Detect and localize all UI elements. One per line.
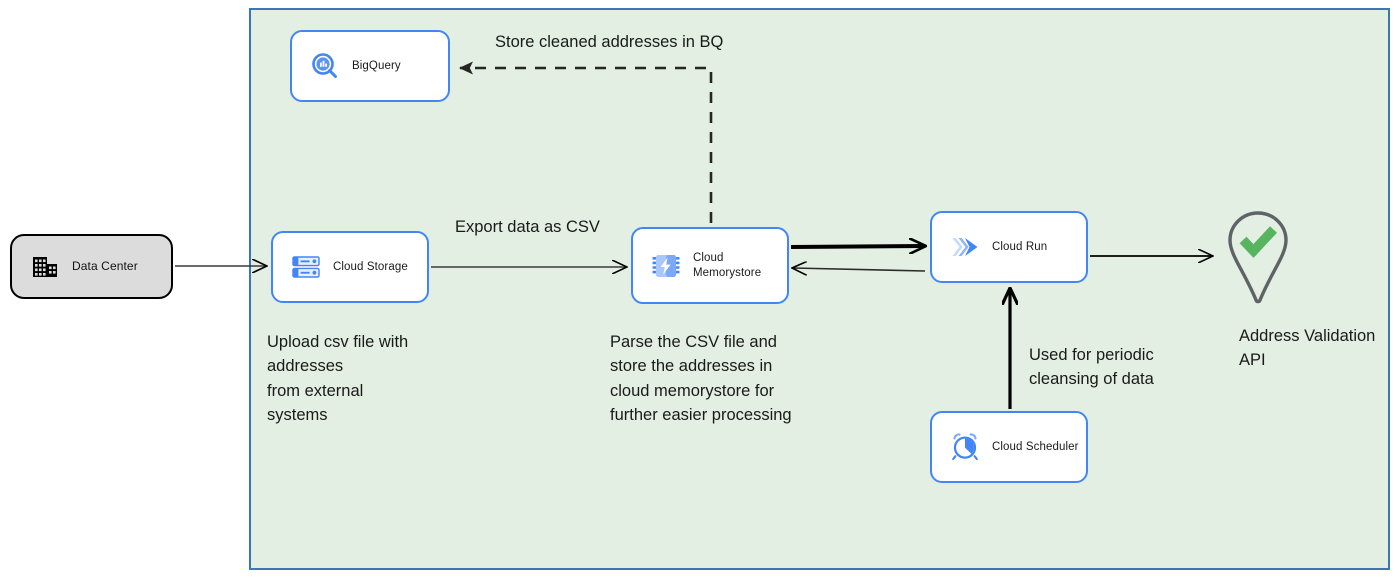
data-center-icon bbox=[28, 250, 62, 284]
node-cloud-run[interactable]: Cloud Run bbox=[930, 211, 1088, 283]
memorystore-icon bbox=[649, 249, 683, 283]
node-cloud-run-label: Cloud Run bbox=[992, 240, 1048, 253]
edge-label-export-data-as-csv: Export data as CSV bbox=[455, 218, 600, 236]
node-memorystore[interactable]: Cloud Memorystore bbox=[631, 227, 789, 304]
node-bigquery[interactable]: BigQuery bbox=[290, 30, 450, 102]
node-cloud-storage[interactable]: Cloud Storage bbox=[271, 231, 429, 303]
cloud-storage-icon bbox=[289, 250, 323, 284]
edge-label-store-cleaned-addresses: Store cleaned addresses in BQ bbox=[495, 33, 724, 51]
cloud-scheduler-icon bbox=[948, 430, 982, 464]
map-pin-check-icon bbox=[1222, 209, 1294, 307]
note-upload-csv: Upload csv file with addresses from exte… bbox=[267, 333, 409, 425]
node-cloud-scheduler[interactable]: Cloud Scheduler bbox=[930, 411, 1088, 483]
bigquery-icon bbox=[308, 49, 342, 83]
node-memorystore-label: Cloud Memorystore bbox=[693, 252, 762, 279]
edge-label-periodic-cleansing: Used for periodic cleansing of data bbox=[1029, 346, 1154, 388]
node-cloud-scheduler-label: Cloud Scheduler bbox=[992, 440, 1079, 453]
cloud-run-icon bbox=[948, 230, 982, 264]
address-validation-api-label: Address Validation API bbox=[1239, 327, 1376, 370]
node-bigquery-label: BigQuery bbox=[352, 59, 401, 72]
note-parse-csv: Parse the CSV file and store the address… bbox=[610, 333, 792, 425]
node-data-center[interactable]: Data Center bbox=[10, 234, 173, 299]
node-data-center-label: Data Center bbox=[72, 259, 138, 273]
node-cloud-storage-label: Cloud Storage bbox=[333, 260, 408, 273]
